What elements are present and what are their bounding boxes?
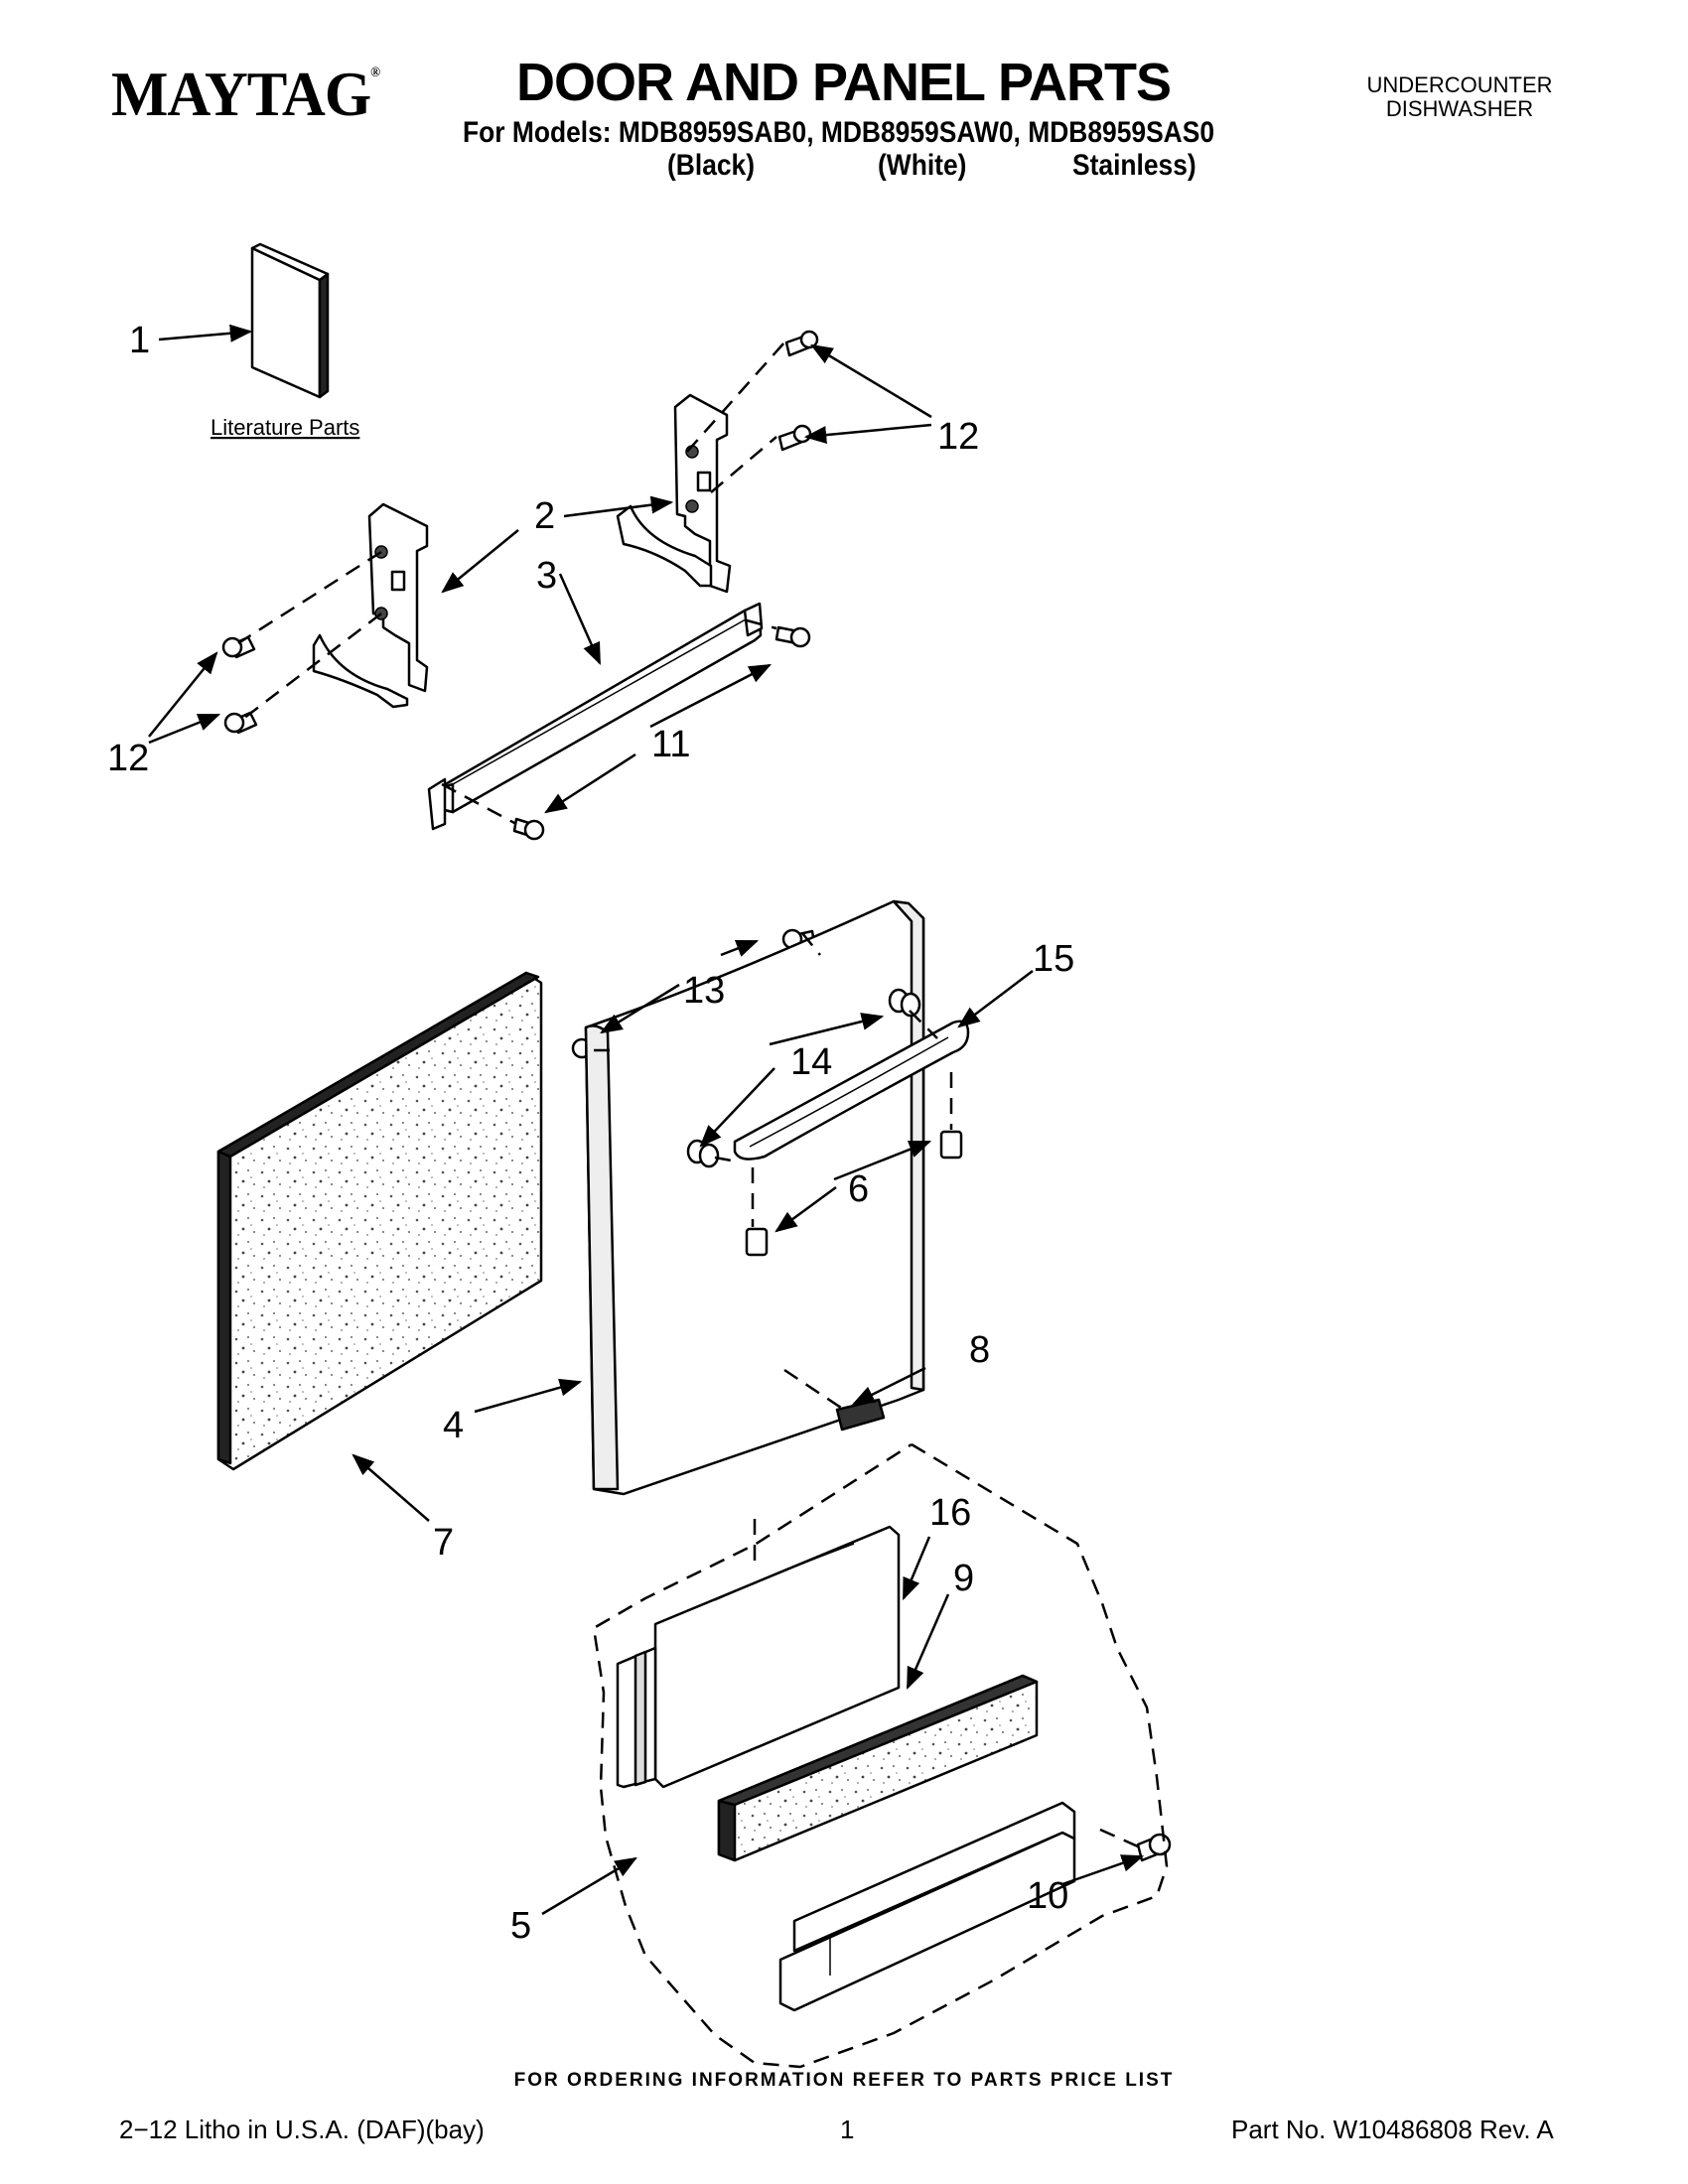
callout-16: 16 (929, 1492, 971, 1534)
model-color-stainless: Stainless) (1072, 149, 1196, 182)
part-2-left-door-bracket (312, 502, 429, 709)
part-16-toe-panel (616, 1525, 901, 1789)
brand-logo: MAYTAG® (111, 58, 380, 131)
screw-11-right (774, 625, 811, 648)
registered-mark: ® (370, 66, 380, 80)
callout-4: 4 (443, 1405, 464, 1446)
literature-parts-label: Literature Parts (211, 415, 359, 440)
callout-1: 1 (129, 320, 150, 361)
set-screw-6-left (745, 1227, 769, 1257)
part-2-right-door-bracket (616, 393, 732, 594)
page-title: DOOR AND PANEL PARTS (516, 53, 1172, 112)
screws (221, 330, 819, 1059)
model-color-white: (White) (878, 149, 967, 182)
callout-5: 5 (510, 1905, 531, 1947)
category-line-1: UNDERCOUNTER (1366, 72, 1553, 97)
callout-9: 9 (953, 1558, 974, 1599)
part-1-literature-booklet (250, 242, 330, 399)
category-line-2: DISHWASHER (1385, 96, 1534, 121)
screw-12-lower-1 (221, 635, 256, 659)
callout-11: 11 (651, 724, 690, 765)
page-number: 1 (840, 2115, 855, 2144)
callout-6: 6 (848, 1168, 869, 1210)
part-4-outer-door-panel (584, 899, 925, 1496)
screw-12-upper-1 (784, 330, 819, 357)
model-color-black: (Black) (667, 149, 756, 182)
callout-12-lower: 12 (107, 738, 149, 779)
callout-14: 14 (790, 1041, 832, 1083)
spacer-14-upper (888, 988, 921, 1018)
callout-15: 15 (1033, 938, 1074, 980)
brand-name: MAYTAG (111, 59, 371, 129)
callout-12-upper: 12 (937, 416, 979, 458)
part-9-insulation-strip (717, 1674, 1039, 1862)
callout-3: 3 (536, 555, 557, 597)
callout-10: 10 (1027, 1875, 1068, 1917)
set-screw-6-right (939, 1130, 963, 1160)
screw-12-lower-2 (223, 711, 258, 735)
callout-7: 7 (433, 1522, 454, 1564)
part-3-door-channel (427, 602, 764, 831)
models-line: For Models: MDB8959SAB0, MDB8959SAW0, MD… (463, 116, 1215, 149)
part-15-door-handle (733, 1020, 970, 1160)
part-7-insulation-panel (216, 971, 543, 1471)
screw-11-left (512, 817, 545, 841)
leader-arrows (148, 324, 1145, 1916)
litho-info: 2−12 Litho in U.S.A. (DAF)(bay) (119, 2115, 485, 2144)
part-6-set-screws (745, 1130, 963, 1257)
callout-labels: 1 2 3 4 5 6 7 8 9 10 11 12 12 13 14 15 1… (107, 320, 1074, 1947)
assembly-dash-lines (237, 341, 1169, 2069)
part-number: Part No. W10486808 Rev. A (1231, 2115, 1554, 2144)
screw-12-upper-2 (777, 424, 812, 452)
appliance-category: UNDERCOUNTER DISHWASHER (1331, 73, 1589, 121)
callout-2: 2 (534, 495, 555, 537)
ordering-note: FOR ORDERING INFORMATION REFER TO PARTS … (513, 2070, 1175, 2091)
callout-8: 8 (969, 1329, 990, 1371)
part-14-handle-spacers (686, 988, 921, 1168)
callout-13: 13 (683, 970, 725, 1012)
